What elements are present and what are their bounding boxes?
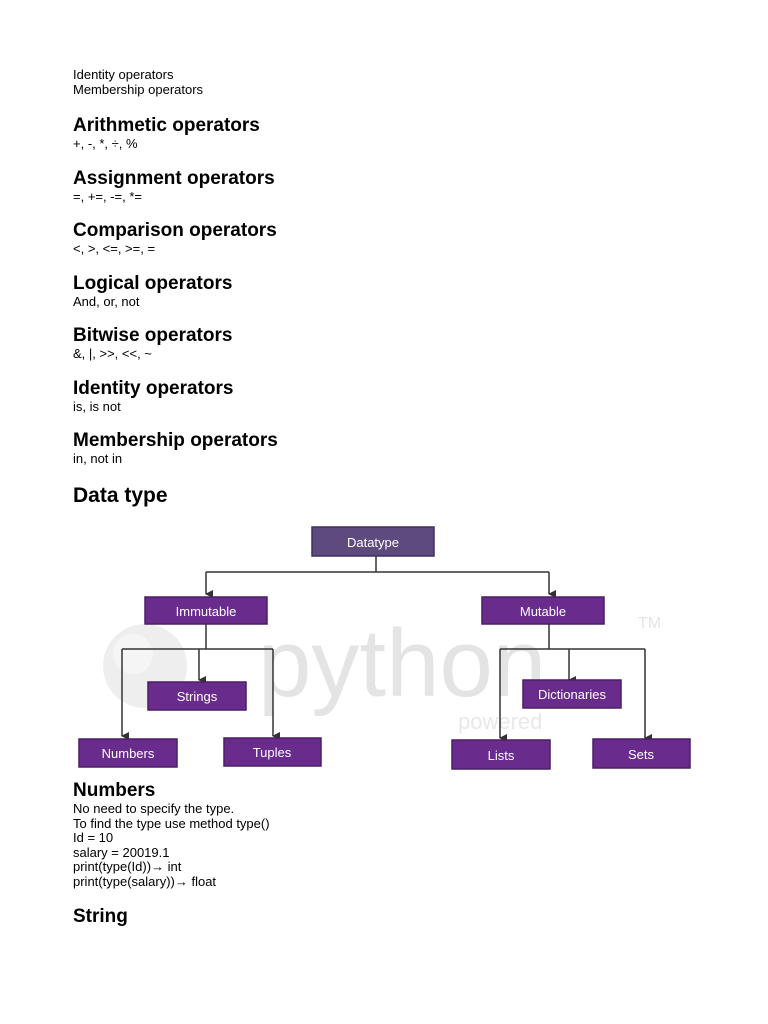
section-text: +, -, *, ÷, % [73,136,138,151]
string-section: String [73,906,128,928]
intro-line: Identity operators [73,67,174,82]
node-lists: Lists [451,739,551,770]
section-heading: Arithmetic operators [73,115,260,136]
bitwise-section: Bitwise operators &, |, >>, <<, ~ [73,325,713,362]
string-heading: String [73,906,128,927]
section-text: &, |, >>, <<, ~ [73,346,152,361]
numbers-line: print(type(salary))→ float [73,873,217,889]
node-label: Immutable [176,604,237,619]
arithmetic-section: Arithmetic operators +, -, *, ÷, % [73,115,713,152]
section-text: in, not in [73,451,123,466]
node-label: Lists [488,748,515,763]
node-dictionaries: Dictionaries [522,679,622,709]
section-text: =, +=, -=, *= [73,188,143,204]
node-mutable: Mutable [481,596,605,625]
node-immutable: Immutable [144,596,268,625]
node-strings: Strings [147,681,247,711]
intro-line: Membership operators [73,81,204,97]
node-label: Mutable [520,604,566,619]
data-type-heading: Data type [73,483,168,507]
numbers-section: Numbers No need to specify the type. To … [73,780,713,889]
identity-section: Identity operators is, is not [73,378,713,415]
node-numbers: Numbers [78,738,178,768]
section-text: <, >, <=, >=, = [73,241,156,256]
node-label: Datatype [347,535,399,550]
node-label: Dictionaries [538,687,606,702]
section-text: is, is not [73,398,121,414]
section-text: And, or, not [73,293,140,309]
numbers-heading: Numbers [73,780,156,801]
numbers-line: print(type(Id))→ int [73,859,182,874]
section-heading: Logical operators [73,272,233,294]
watermark-text: python [258,610,546,717]
datatype-diagram: python powered TM Datatype Immutable Mut… [73,516,703,780]
section-heading: Comparison operators [73,220,277,241]
node-label: Strings [177,689,218,704]
node-label: Tuples [253,745,292,760]
node-label: Sets [628,747,655,762]
numbers-line: To find the type use method type() [73,815,270,831]
assignment-section: Assignment operators =, +=, -=, *= [73,168,713,205]
node-datatype: Datatype [311,526,435,557]
node-tuples: Tuples [223,737,322,767]
numbers-line: Id = 10 [73,830,114,845]
numbers-line: No need to specify the type. [73,801,235,816]
numbers-line: salary = 20019.1 [73,844,170,860]
node-label: Numbers [102,746,155,761]
diagram-connectors [121,556,652,742]
section-heading: Membership operators [73,430,278,451]
membership-section: Membership operators in, not in [73,430,713,467]
node-sets: Sets [592,738,691,769]
comparison-section: Comparison operators <, >, <=, >=, = [73,220,713,257]
section-heading: Identity operators [73,377,234,399]
logical-section: Logical operators And, or, not [73,273,713,310]
section-heading: Assignment operators [73,167,275,189]
operators-content: Identity operators Membership operators … [73,67,713,509]
section-heading: Bitwise operators [73,325,233,346]
watermark-tm: TM [638,615,661,632]
